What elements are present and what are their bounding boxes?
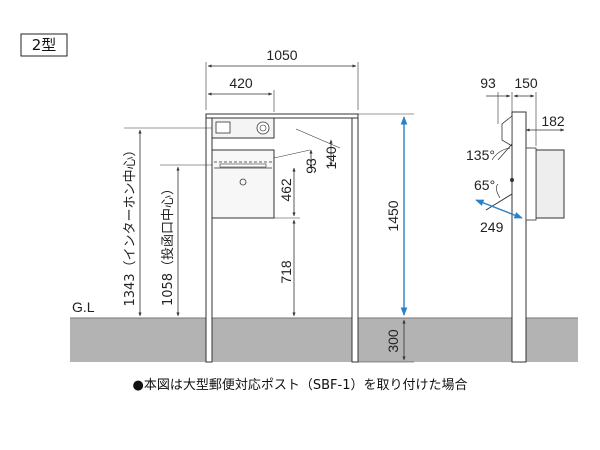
dim-300: 300 xyxy=(385,329,401,353)
intercom-wedge xyxy=(501,115,513,147)
angle-135: 135° xyxy=(466,147,495,163)
right-post xyxy=(351,113,359,363)
dim-140: 140 xyxy=(323,146,339,170)
side-dim-182: 182 xyxy=(541,113,565,129)
footnote: ●本図は大型郵便対応ポスト（SBF-1）を取り付けた場合 xyxy=(133,378,468,393)
ground xyxy=(70,318,578,362)
type-label-box: 2型 xyxy=(20,33,68,57)
dim-1058-slot: 1058（投函口中心） xyxy=(160,182,176,306)
angle-65: 65° xyxy=(474,177,495,193)
dim-1343-intercom: 1343（インターホン中心） xyxy=(123,143,138,306)
gl-label: G.L xyxy=(72,299,95,315)
dim-249: 249 xyxy=(480,219,504,235)
type-label: 2型 xyxy=(32,36,57,54)
left-post xyxy=(205,113,213,363)
side-dim-93: 93 xyxy=(480,75,496,91)
side-mailbox xyxy=(535,149,565,219)
side-post xyxy=(511,111,527,363)
top-beam xyxy=(205,113,359,119)
side-view: 135° 65° 249 93 150 182 xyxy=(466,75,565,363)
mailbox-body xyxy=(211,149,275,219)
nameplate xyxy=(215,121,231,134)
front-view: 1050 420 140 93 462 718 1450 300 1343（イン… xyxy=(123,47,414,363)
dim-1050: 1050 xyxy=(266,47,297,63)
mail-slot xyxy=(219,163,267,168)
dim-1450: 1450 xyxy=(385,200,401,231)
dim-93: 93 xyxy=(303,158,319,174)
intercom-speaker-icon xyxy=(256,121,270,135)
lock-icon xyxy=(239,178,247,186)
dim-462: 462 xyxy=(278,178,294,202)
dim-718: 718 xyxy=(278,260,294,284)
dim-420: 420 xyxy=(229,75,253,91)
side-dim-150: 150 xyxy=(514,75,538,91)
